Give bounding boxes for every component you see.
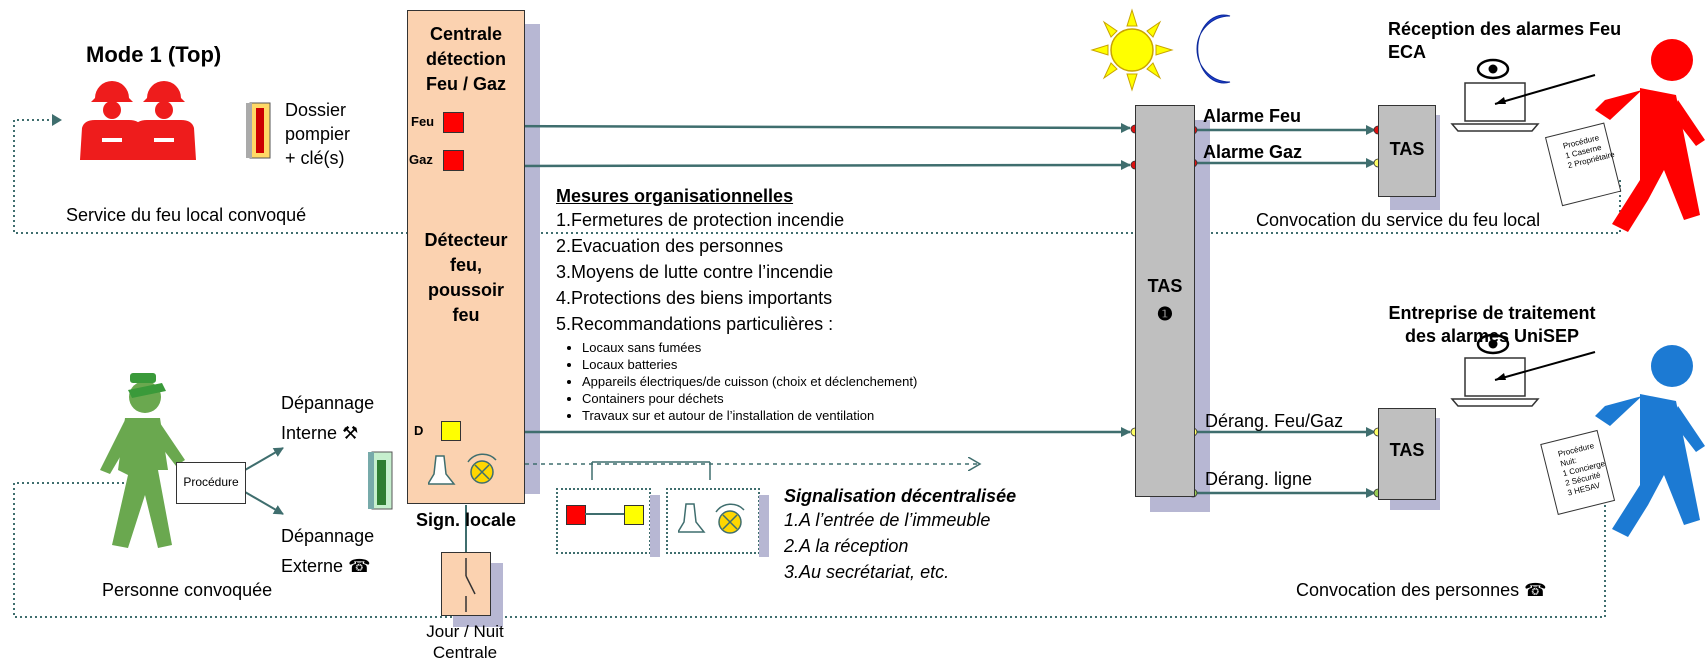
reception-eca-label: Réception des alarmes Feu ECA: [1388, 19, 1622, 62]
sign-red-indicator: [566, 505, 586, 525]
tas-main-label: TAS ❶: [1147, 276, 1183, 324]
service-feu-local: Service du feu local convoqué: [66, 205, 307, 225]
signalisation-block: Signalisation décentralisée 1.A l’entrée…: [784, 486, 1016, 585]
binder-red-icon: [246, 102, 271, 159]
paper-unisep: [1540, 429, 1616, 515]
alarme-gaz-label: Alarme Gaz: [1203, 142, 1303, 162]
person-blue-icon: [1595, 345, 1705, 537]
depannage-externe: Dépannage Externe ☎: [281, 526, 375, 576]
arrow-feu: [484, 122, 1131, 133]
mesure-sub-item: Containers pour déchets: [582, 390, 1056, 407]
tas-top-box: [1378, 105, 1436, 197]
derang-ligne-label: Dérang. ligne: [1205, 469, 1313, 489]
dotted-arrow-head-1: [52, 114, 62, 126]
tas-bottom-label: TAS: [1389, 440, 1425, 460]
sign-horn-lamp-icons: [678, 503, 745, 534]
tas-top-label: TAS: [1389, 139, 1425, 159]
signalisation-list: 1.A l’entrée de l’immeuble 2.A la récept…: [784, 510, 991, 582]
binder-green-icon: [368, 451, 393, 510]
entreprise-label: Entreprise de traitement des alarmes Uni…: [1388, 303, 1596, 346]
dossier-label: Dossier pompier + clé(s): [285, 100, 351, 168]
sun-icon: [1090, 8, 1174, 92]
sign-box-2: [666, 488, 760, 554]
dotted-loop-personnes: [13, 482, 1606, 618]
d-indicator: [441, 421, 461, 441]
telephone-icon: ☎: [1524, 580, 1547, 600]
mesures-title: Mesures organisationnelles: [556, 186, 794, 206]
laptop-eye-icon-bottom: [1450, 333, 1540, 407]
convocation-feu-local: Convocation du service du feu local: [1256, 210, 1541, 230]
tas-bottom-box: [1378, 408, 1436, 500]
paper-eca: [1544, 122, 1622, 207]
firefighter-icon-2: [132, 81, 196, 160]
switch-symbol-icon: [465, 558, 476, 612]
arrow-gaz: [484, 160, 1131, 171]
mesure-sub-item: Travaux sur et autour de l’installation …: [582, 407, 1056, 424]
mesures-list: 1.Fermetures de protection incendie 2.Ev…: [556, 207, 1056, 337]
feu-label: Feu: [411, 114, 435, 129]
moon-icon: [1196, 14, 1231, 84]
laptop-eye-icon-top: [1450, 58, 1540, 132]
jour-nuit-label: Jour / Nuit Centrale: [426, 622, 504, 662]
tas-main-box: [1135, 105, 1195, 497]
mesure-item: 4.Protections des biens importants: [556, 288, 833, 308]
depannage-interne: Dépannage Interne ⚒: [281, 393, 375, 443]
procedure-label: Procédure: [183, 475, 239, 489]
mesure-sub-item: Locaux batteries: [582, 356, 1056, 373]
alarme-feu-label: Alarme Feu: [1203, 106, 1302, 126]
signalisation-title: Signalisation décentralisée: [784, 486, 1017, 506]
convocation-personnes: Convocation des personnes ☎: [1296, 580, 1547, 600]
mesure-item: 3.Moyens de lutte contre l’incendie: [556, 262, 834, 282]
central-detection-box: [407, 10, 525, 504]
tools-icon: ⚒: [342, 423, 359, 443]
horn-lamp-icons: [428, 453, 497, 485]
mode-title: Mode 1 (Top): [86, 42, 222, 67]
sign-locale: Sign. locale: [416, 510, 517, 530]
mesure-item: 2.Evacuation des personnes: [556, 236, 784, 256]
feu-indicator: [443, 112, 464, 133]
person-green-icon: [100, 373, 185, 548]
horn-icon: [428, 455, 456, 485]
central-title: Centrale détection Feu / Gaz: [425, 24, 506, 94]
d-label: D: [414, 423, 424, 438]
mesures-sub-list: Locaux sans fumées Locaux batteries Appa…: [556, 339, 1056, 424]
derang-feu-gaz-label: Dérang. Feu/Gaz: [1205, 411, 1344, 431]
gaz-indicator: [443, 150, 464, 171]
sign-yellow-indicator: [624, 505, 644, 525]
telephone-icon: ☎: [348, 556, 371, 576]
detecteur-label: Détecteur feu, poussoir feu: [424, 230, 508, 325]
person-red-icon: [1595, 39, 1705, 232]
personne-convoquee: Personne convoquée: [102, 580, 273, 600]
mesure-sub-item: Locaux sans fumées: [582, 339, 1056, 356]
mesure-sub-item: Appareils électriques/de cuisson (choix …: [582, 373, 1056, 390]
mesure-item: 5.Recommandations particulières :: [556, 314, 834, 334]
mesure-item: 1.Fermetures de protection incendie: [556, 210, 845, 230]
gaz-label: Gaz: [409, 152, 433, 167]
mesures-block: Mesures organisationnelles 1.Fermetures …: [556, 186, 1056, 424]
procedure-box: [176, 462, 246, 504]
